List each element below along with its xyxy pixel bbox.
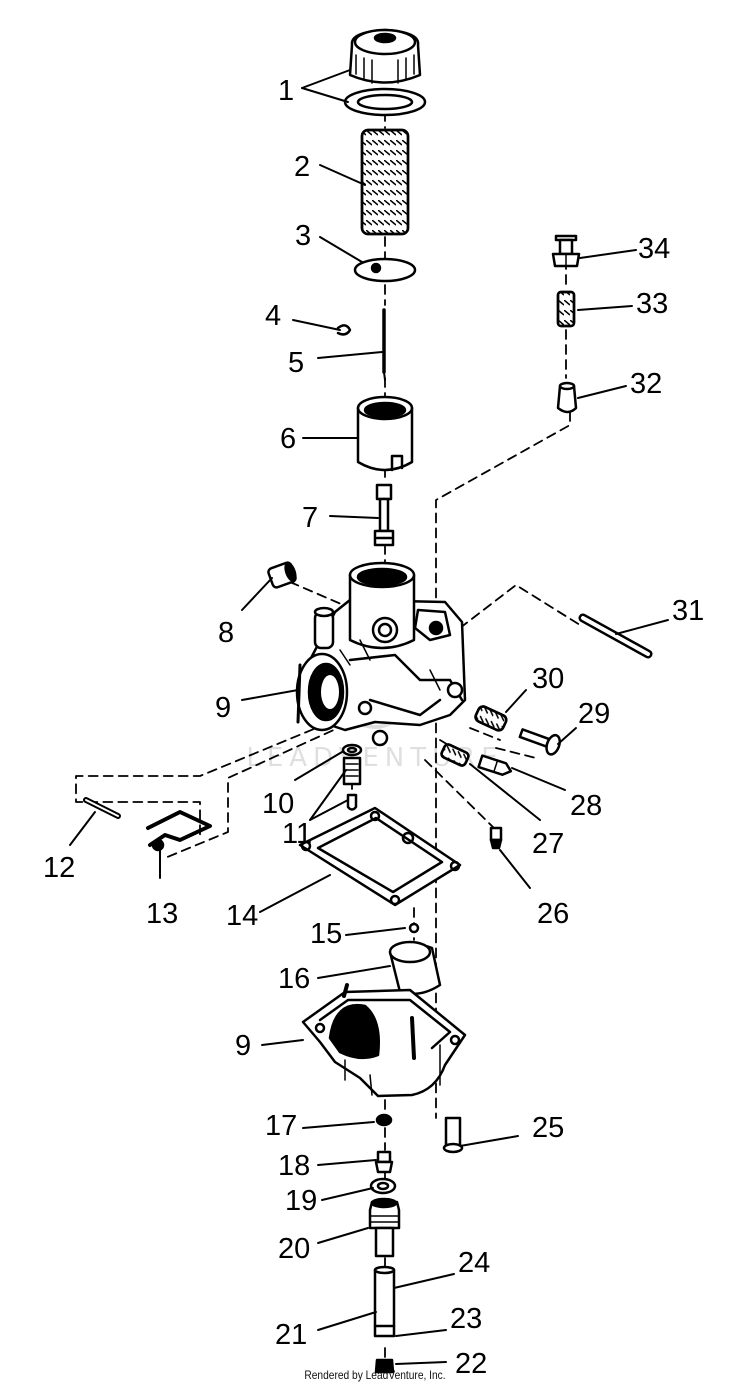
callout-30: 30 <box>532 663 564 695</box>
part-intake-bore <box>295 652 349 732</box>
callout-34: 34 <box>638 233 670 265</box>
part-retainer-plate <box>353 257 417 283</box>
callout-2: 2 <box>294 151 310 183</box>
callout-6: 6 <box>280 423 296 455</box>
part-carburetor-body <box>308 561 467 747</box>
callout-29: 29 <box>578 698 610 730</box>
part-idle-screw <box>518 728 562 756</box>
part-spring <box>360 128 410 236</box>
part-rod <box>83 797 121 819</box>
callout-20: 20 <box>278 1233 310 1265</box>
part-jet-holder <box>368 1197 401 1258</box>
callout-26: 26 <box>537 898 569 930</box>
part-bowl-screw <box>442 1116 464 1154</box>
footer-credit: Rendered by LeadVenture, Inc. <box>304 1368 446 1382</box>
part-check-ball <box>408 922 420 934</box>
part-link <box>146 810 212 852</box>
callout-21: 21 <box>275 1319 307 1351</box>
part-plug <box>267 561 297 589</box>
callout-24: 24 <box>458 1247 490 1279</box>
part-plunger <box>556 381 578 414</box>
callout-23: 23 <box>450 1303 482 1335</box>
part-washer <box>341 743 363 757</box>
callout-10: 10 <box>262 788 294 820</box>
callout-1: 1 <box>278 75 294 107</box>
callout-7: 7 <box>302 502 318 534</box>
part-fitting <box>551 234 581 268</box>
callout-22: 22 <box>455 1348 487 1380</box>
part-float-bowl <box>301 983 467 1098</box>
callout-15: 15 <box>310 918 342 950</box>
callout-11: 11 <box>282 818 312 850</box>
part-cap-nut <box>374 1358 395 1374</box>
callout-18: 18 <box>278 1150 310 1182</box>
part-emulsion-tube <box>373 1265 396 1338</box>
part-pin <box>578 613 653 659</box>
callout-labels: 1 2 3 4 5 6 7 8 9 10 11 12 13 14 15 16 9… <box>43 75 704 1380</box>
part-needle-jet <box>373 483 395 547</box>
callout-27: 27 <box>532 828 564 860</box>
part-throttle-slide <box>356 395 414 472</box>
callout-4: 4 <box>265 300 281 332</box>
callout-3: 3 <box>295 220 311 252</box>
callout-12: 12 <box>43 852 75 884</box>
callout-33: 33 <box>636 288 668 320</box>
part-spring-top <box>556 290 576 328</box>
part-gasket-ring <box>369 1177 397 1195</box>
part-main-jet <box>342 756 362 811</box>
assembly-axis-lines <box>75 111 581 1359</box>
callout-13: 13 <box>146 898 178 930</box>
leader-lines <box>69 69 669 1365</box>
part-idle-needle <box>477 754 513 776</box>
callout-28: 28 <box>570 790 602 822</box>
part-gasket <box>298 806 462 907</box>
part-cap-ring <box>343 87 427 117</box>
callout-9-top: 9 <box>215 692 231 724</box>
callout-19: 19 <box>285 1185 317 1217</box>
part-spring-throttle <box>474 705 508 732</box>
callout-17: 17 <box>265 1110 297 1142</box>
callout-8: 8 <box>218 617 234 649</box>
callout-31: 31 <box>672 595 704 627</box>
part-float <box>388 940 442 996</box>
callout-14: 14 <box>226 900 258 932</box>
callout-32: 32 <box>630 368 662 400</box>
callout-9-bowl: 9 <box>235 1030 251 1062</box>
part-jet-needle <box>382 308 386 381</box>
callout-16: 16 <box>278 963 310 995</box>
part-clip <box>336 324 352 336</box>
part-o-ring-small <box>375 1113 393 1127</box>
part-pilot-jet <box>374 1150 394 1174</box>
part-spring-small <box>440 743 470 767</box>
part-cap <box>348 28 422 84</box>
callout-5: 5 <box>288 347 304 379</box>
part-small-jet <box>489 826 503 850</box>
callout-25: 25 <box>532 1112 564 1144</box>
